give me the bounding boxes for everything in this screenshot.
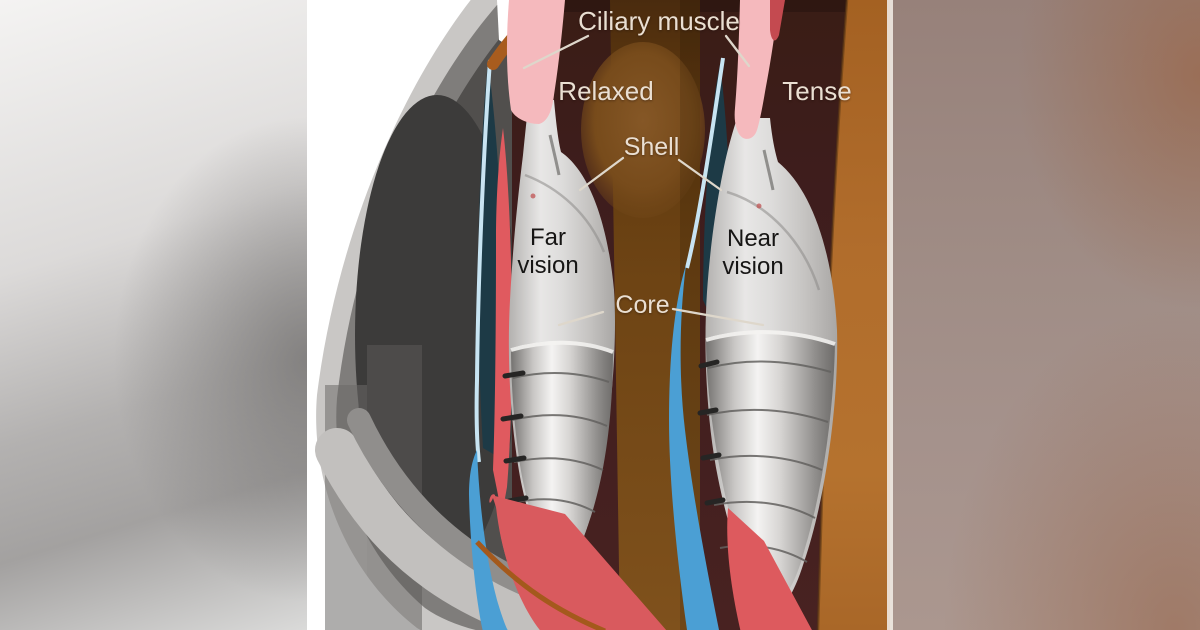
leader-core-left [557,310,605,327]
label-far-vision: Far vision [517,224,579,279]
leader-shell-left [578,156,625,192]
left-capsule-line [474,59,492,463]
ciliary-body-red [475,494,812,630]
label-ciliary-muscle: Ciliary muscle [578,6,740,36]
leader-lines [522,34,765,327]
leader-ciliary-right [724,34,751,68]
right-zonule-band [669,265,719,630]
blurred-backdrop-right [890,0,1200,630]
illustration-panel: Ciliary muscle Relaxed Tense Shell Far v… [307,0,890,630]
label-near-vision: Near vision [722,225,784,280]
lens-far-vision [500,100,615,569]
ciliary-muscle-tense-shape [734,0,779,139]
leader-ciliary-left [522,34,590,70]
left-zonule-band [469,450,508,630]
label-shell: Shell [623,133,680,161]
blurred-backdrop-left [0,0,307,630]
label-tense: Tense [782,76,852,106]
leader-shell-right [677,158,723,192]
label-core: Core [615,291,670,319]
eye-cross-section-illustration [315,0,890,630]
leader-core-right [671,307,765,327]
label-relaxed: Relaxed [558,76,654,106]
right-capsule-line [685,57,725,269]
choroid-arc [475,540,606,630]
ciliary-muscles [487,0,785,139]
